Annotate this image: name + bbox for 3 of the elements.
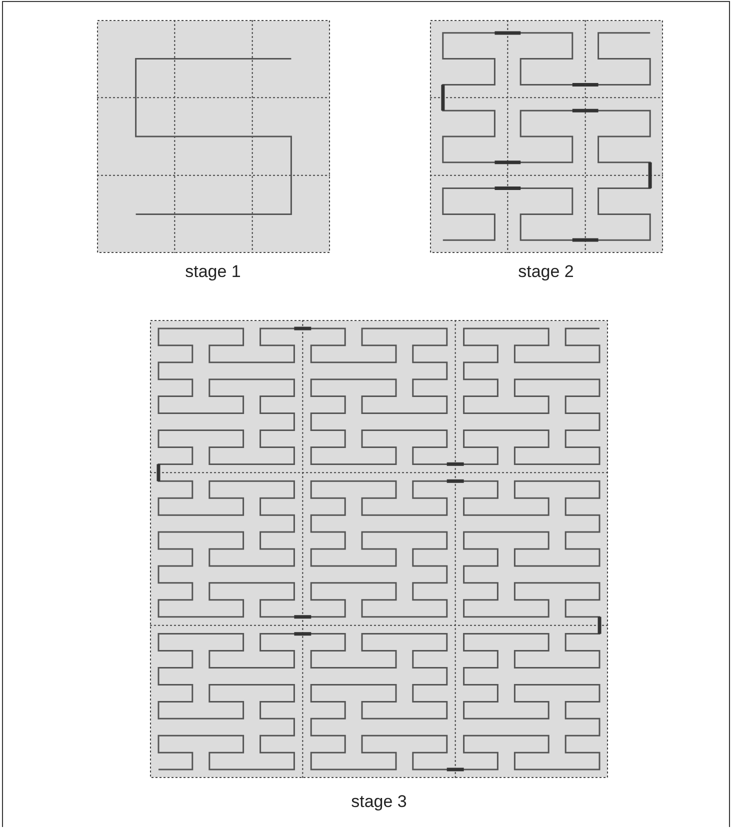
stage-caption: stage 3 bbox=[351, 792, 407, 812]
stage-caption: stage 2 bbox=[518, 262, 574, 282]
stage-caption: stage 1 bbox=[185, 262, 241, 282]
